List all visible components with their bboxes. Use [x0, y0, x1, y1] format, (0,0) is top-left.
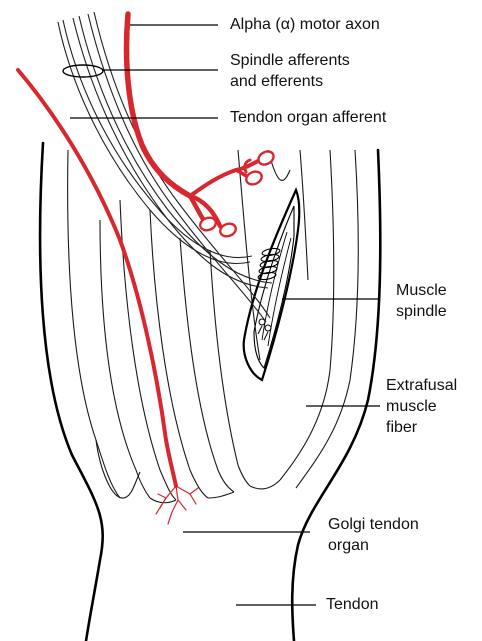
label-muscle-spindle-line1: Muscle	[396, 280, 447, 301]
label-golgi-line2: organ	[328, 535, 369, 556]
label-muscle-spindle-line2: spindle	[396, 301, 447, 322]
muscle-outline-left	[40, 143, 103, 641]
golgi-tendon-organ-branches	[156, 486, 198, 524]
label-extrafusal-line3: fiber	[386, 417, 417, 438]
extrafusal-fibers	[68, 150, 359, 503]
label-extrafusal-line1: Extrafusal	[386, 375, 457, 396]
label-tendon: Tendon	[326, 594, 379, 615]
label-spindle-afferents-line2: and efferents	[230, 71, 323, 92]
label-tendon-organ-afferent: Tendon organ afferent	[230, 107, 386, 128]
label-extrafusal-line2: muscle	[386, 396, 437, 417]
label-golgi-line1: Golgi tendon	[328, 514, 419, 535]
label-alpha-motor-axon: Alpha (α) motor axon	[230, 14, 380, 35]
label-spindle-afferents-line1: Spindle afferents	[230, 50, 350, 71]
motor-end-plates	[198, 149, 275, 239]
spindle-fiber-bundle-ring	[63, 65, 103, 77]
